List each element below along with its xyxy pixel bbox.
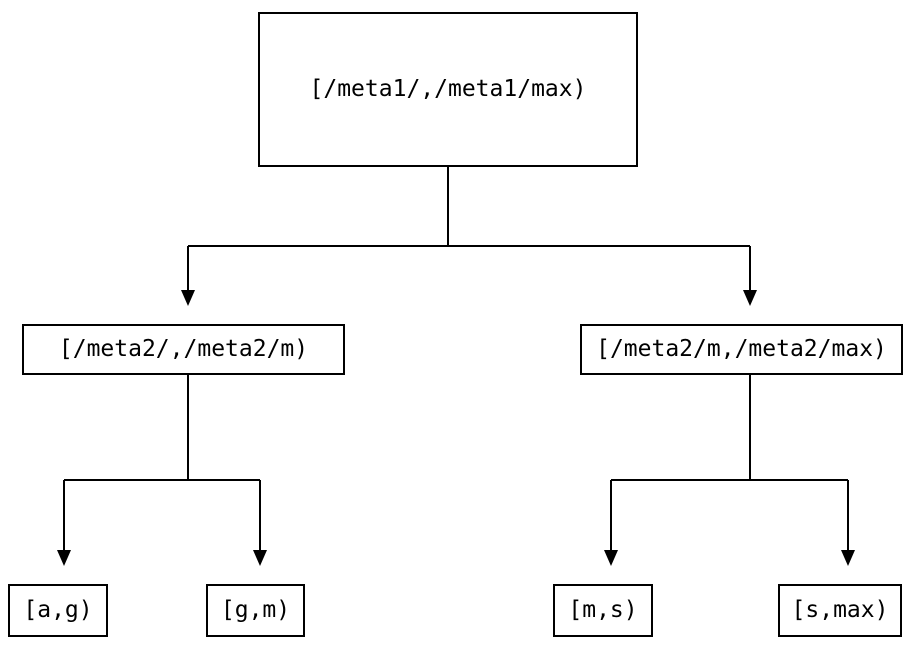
arrowhead-midright-to-leafms [604,550,618,566]
node-leaf-m-s[interactable]: [m,s) [553,584,653,637]
node-root[interactable]: [/meta1/,/meta1/max) [258,12,638,167]
node-leaf-g-m-label: [g,m) [220,597,291,623]
node-leaf-s-max[interactable]: [s,max) [778,584,902,637]
arrowhead-midright-to-leafsmax [841,550,855,566]
node-leaf-s-max-label: [s,max) [791,597,889,623]
arrowhead-midleft-to-leafgm [253,550,267,566]
node-leaf-a-g[interactable]: [a,g) [8,584,108,637]
arrowhead-root-to-midright [743,290,757,306]
node-leaf-a-g-label: [a,g) [23,597,93,623]
node-root-label: [/meta1/,/meta1/max) [309,76,587,102]
node-mid-right-label: [/meta2/m,/meta2/max) [596,336,887,362]
arrowhead-root-to-midleft [181,290,195,306]
node-mid-left[interactable]: [/meta2/,/meta2/m) [22,324,345,375]
arrowhead-midleft-to-leafag [57,550,71,566]
node-leaf-m-s-label: [m,s) [568,597,638,623]
node-leaf-g-m[interactable]: [g,m) [206,584,305,637]
node-mid-left-label: [/meta2/,/meta2/m) [58,336,309,362]
node-mid-right[interactable]: [/meta2/m,/meta2/max) [580,324,903,375]
